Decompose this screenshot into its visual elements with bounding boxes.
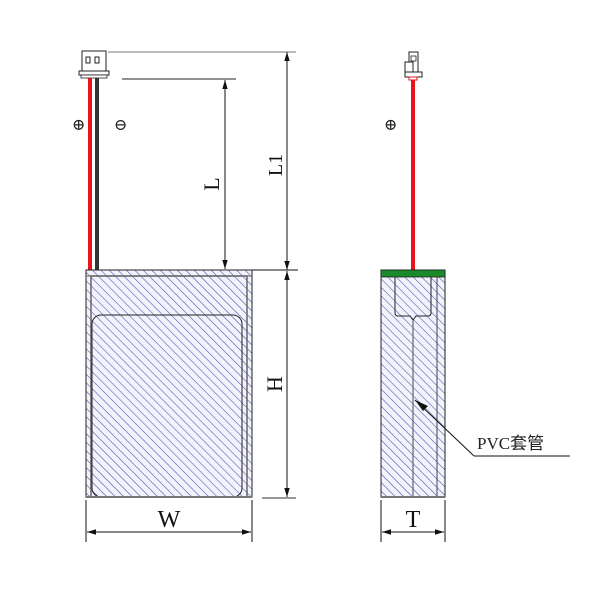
pvc-callout: PVC套管 <box>414 399 570 457</box>
front-cell-body <box>85 269 253 498</box>
negative-symbol: ⊖ <box>114 117 127 134</box>
side-connector <box>404 51 423 81</box>
l1-label: L1 <box>265 154 287 176</box>
dimension-t: T <box>380 500 446 542</box>
h-label: H <box>262 376 287 392</box>
dimension-h: H <box>262 271 296 499</box>
pvc-sleeve-label: PVC套管 <box>477 434 544 453</box>
side-positive-symbol: ⊕ <box>384 117 397 134</box>
front-view: ⊕ ⊖ L1 L H <box>72 50 298 542</box>
side-view: ⊕ PVC套管 T <box>380 51 570 542</box>
t-label: T <box>406 507 421 533</box>
dimension-l1: L1 <box>108 51 298 271</box>
dimension-l: L <box>122 78 236 269</box>
side-cell-body <box>380 269 446 498</box>
w-label: W <box>158 507 181 533</box>
front-connector <box>78 50 110 79</box>
l-label: L <box>199 177 224 190</box>
dimension-w: W <box>85 500 253 542</box>
positive-symbol: ⊕ <box>72 117 85 134</box>
